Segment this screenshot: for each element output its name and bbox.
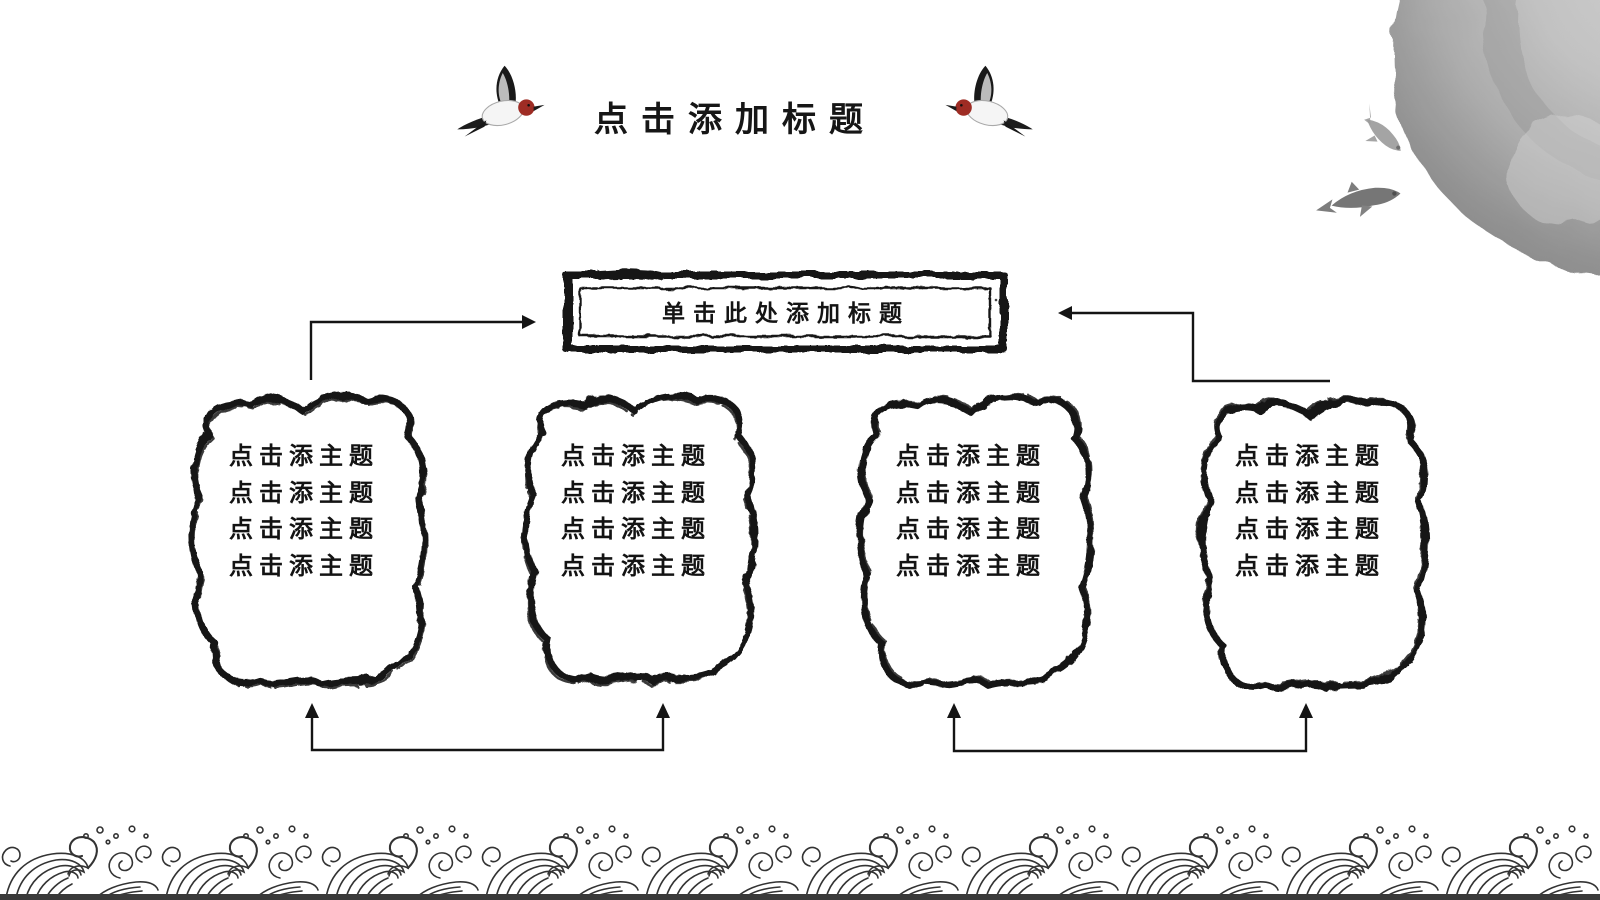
page-title[interactable]: 点击添加标题 [594,100,876,140]
topic-line[interactable]: 点击添主题 [229,477,379,507]
topic-box-1-lines: 点击添主题 点击添主题 点击添主题 点击添主题 [172,380,436,584]
koi-fish-large-icon [1316,181,1401,217]
topic-line[interactable]: 点击添主题 [896,441,1046,470]
arrowhead-up-icon [947,703,961,718]
topic-box-3-lines: 点击添主题 点击添主题 点击添主题 点击添主题 [840,381,1102,584]
topic-line[interactable]: 点击添主题 [561,477,711,507]
topic-line[interactable]: 点击添主题 [896,514,1046,543]
topic-box-1[interactable]: 点击添主题 点击添主题 点击添主题 点击添主题 [172,380,436,702]
ink-wash-blob [1316,0,1600,272]
connector-box1-to-header [309,320,522,380]
topic-box-4[interactable]: 点击添主题 点击添主题 点击添主题 点击添主题 [1183,384,1437,706]
connector-box3-box4 [952,714,1308,753]
connector-box1-box2 [310,714,665,752]
bird-left-icon [457,65,545,137]
topic-line[interactable]: 点击添主题 [561,514,711,543]
brush-frame [188,392,429,690]
topic-box-2-lines: 点击添主题 点击添主题 点击添主题 点击添主题 [506,380,766,584]
wave-border-icon [0,822,1600,900]
bird-right-icon [945,65,1033,137]
topic-line[interactable]: 点击添主题 [896,550,1046,580]
arrowhead-right-icon [522,315,536,329]
topic-line[interactable]: 点击添主题 [229,441,379,470]
brush-frame [521,392,758,686]
koi-fish-small-icon [1364,103,1401,151]
topic-line[interactable]: 点击添主题 [1235,514,1385,543]
topic-line[interactable]: 点击添主题 [229,514,379,543]
topic-line[interactable]: 点击添主题 [896,477,1046,507]
topic-box-2[interactable]: 点击添主题 点击添主题 点击添主题 点击添主题 [506,380,766,698]
topic-line[interactable]: 点击添主题 [561,550,711,580]
topic-line[interactable]: 点击添主题 [1235,441,1385,470]
brush-frame [856,392,1095,689]
ink-wash-icon [1392,0,1600,272]
topic-line[interactable]: 点击添主题 [1235,477,1385,507]
topic-box-3[interactable]: 点击添主题 点击添主题 点击添主题 点击添主题 [840,381,1102,703]
arrowhead-left-icon [1058,306,1072,320]
connector-box4-to-header [1072,311,1330,383]
topic-line[interactable]: 点击添主题 [561,441,711,470]
header-brush-frame [562,269,1008,354]
brush-frame [1198,395,1429,692]
arrowhead-up-icon [305,703,319,718]
topic-box-4-lines: 点击添主题 点击添主题 点击添主题 点击添主题 [1183,384,1437,584]
topic-line[interactable]: 点击添主题 [1235,550,1385,580]
arrowhead-up-icon [656,703,670,718]
topic-line[interactable]: 点击添主题 [229,550,379,580]
header-box[interactable]: 单击此处添加标题 [560,269,1012,356]
header-label[interactable]: 单击此处添加标题 [662,300,910,327]
